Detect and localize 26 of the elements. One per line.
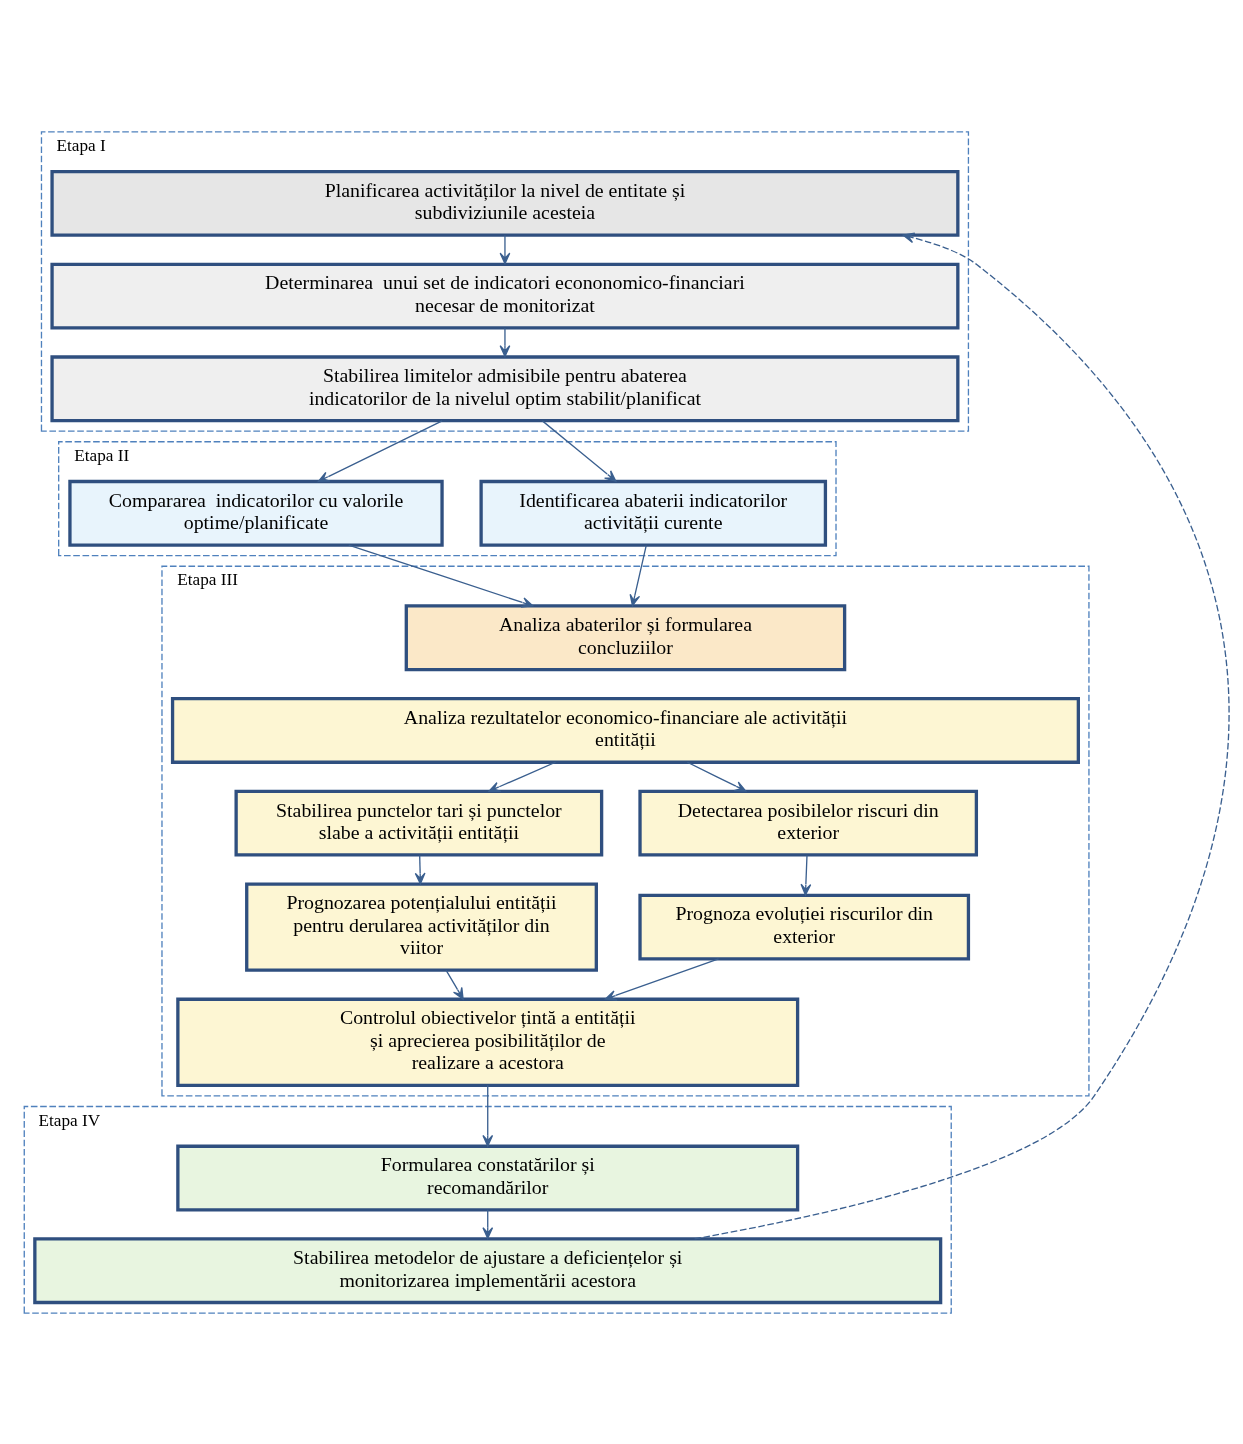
arrow [800,854,812,896]
node-box: Controlul obiectivelor țintă a entității și aprecierea posibilităților de realizare a acestora [176,997,800,1087]
arrow [482,1084,494,1147]
node-box: Formularea constatărilor și recomandărilor [176,1144,800,1211]
node-box: Analiza abaterilor și formularea concluziilor [404,603,847,671]
arrow [414,854,426,884]
arrow [629,544,647,606]
node-box: Planificarea activităților la nivel de entitate și subdiviziunile acesteia [50,169,960,237]
node-box: Prognoza evoluției riscurilor din exterior [638,893,971,961]
node-box: Stabilirea metodelor de ajustare a deficiențelor și monitorizarea implementării acestora [33,1236,943,1304]
node-box: Analiza rezultatelor economico-financiare ale activității entității [170,696,1080,764]
node-box: Stabilirea limitelor admisibile pentru abaterea indicatorilor de la nivelul optim stabilit/planificat [50,354,960,422]
node-box: Determinarea unui set de indicatori econonomico-financiari necesar de monitorizat [50,262,960,330]
arrow [499,234,511,264]
arrow [686,761,747,792]
arrow [541,419,617,482]
node-box: Compararea indicatorilor cu valorile optime/planificate [68,479,444,547]
arrow [604,957,720,1001]
arrow [499,326,511,357]
node-box: Prognozarea potențialului entității pentru derularea activităților din viitor [245,881,598,972]
arrow [488,761,557,792]
arrow [693,232,1230,1240]
node-box: Identificarea abaterii indicatorilor activității curente [479,479,828,547]
arrow [445,969,464,1000]
node-box: Detectarea posibilelor riscuri din exterior [638,789,979,857]
node-box: Stabilirea punctelor tari și punctelor slabe a activității entității [234,789,604,857]
